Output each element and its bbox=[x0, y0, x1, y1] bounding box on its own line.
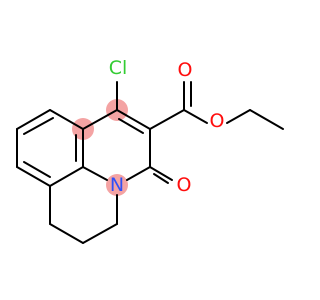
bond bbox=[226, 109, 251, 124]
bond bbox=[118, 118, 144, 134]
bond bbox=[149, 109, 185, 130]
atom-label-o-carbonyl-ester: O bbox=[178, 59, 193, 81]
highlight-n bbox=[106, 174, 128, 196]
bond bbox=[82, 109, 118, 130]
bond bbox=[16, 109, 51, 130]
atom-label-n: N bbox=[110, 174, 124, 196]
bond bbox=[82, 166, 108, 181]
atom-label-cl: Cl bbox=[109, 57, 128, 79]
bond bbox=[249, 109, 284, 130]
bond bbox=[116, 109, 151, 130]
bond bbox=[49, 109, 84, 130]
bond bbox=[23, 117, 54, 135]
bonds bbox=[16, 81, 284, 244]
bond bbox=[183, 109, 208, 124]
bond bbox=[82, 223, 118, 244]
atom-label-o-ester: O bbox=[210, 110, 225, 132]
bond bbox=[49, 223, 84, 244]
bond bbox=[126, 166, 151, 181]
atom-label-o-lactam: O bbox=[177, 174, 192, 196]
molecule-structure-diagram: Cl O O N O bbox=[16, 57, 284, 244]
bond bbox=[23, 161, 51, 178]
atom-labels: Cl O O N O bbox=[109, 57, 225, 196]
bond bbox=[49, 166, 84, 187]
bond bbox=[16, 166, 51, 187]
bond bbox=[153, 173, 169, 184]
bond bbox=[149, 166, 173, 181]
